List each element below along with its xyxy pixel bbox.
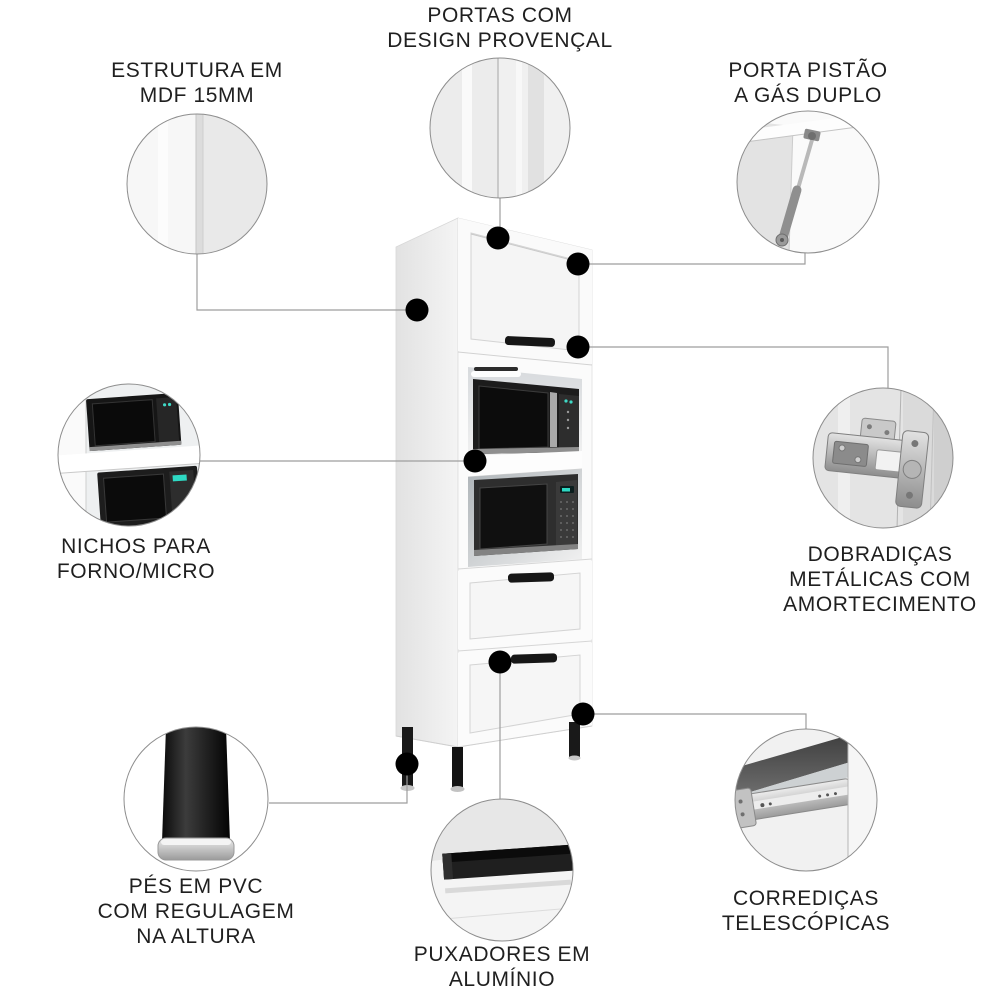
- dot-estrutura: [405, 298, 429, 322]
- feature-label-puxadores: PUXADORES EM ALUMÍNIO: [413, 943, 591, 991]
- dot-dobradicas: [566, 335, 590, 359]
- connector-corredicas: [583, 713, 807, 730]
- dot-pes: [395, 752, 419, 776]
- metal-hinge: [824, 417, 930, 509]
- gas-piston: [775, 128, 821, 247]
- door-front-detail-photo: [429, 57, 571, 199]
- drawer-divider-2: [457, 640, 593, 652]
- microwave-lower: [474, 474, 578, 556]
- pvc-foot-cylinder: [162, 727, 230, 842]
- callout-dots: [395, 226, 595, 776]
- door-handle: [504, 336, 556, 347]
- drawer-divider: [457, 558, 593, 570]
- cabinet-top-door: [457, 218, 593, 366]
- feature-label-dobradicas: DOBRADIÇAS METÁLICAS COM AMORTECIMENTO: [783, 543, 977, 616]
- telescopic-slide: [735, 778, 853, 830]
- connector-dobradicas: [578, 346, 889, 389]
- connector-estrutura: [196, 254, 417, 311]
- telescopic-slide-detail-photo: [734, 728, 878, 872]
- metal-hinge-detail-photo: [812, 387, 954, 529]
- connector-pes: [269, 764, 408, 804]
- led-light-glow: [471, 371, 521, 377]
- cabinet-illustration: [395, 217, 593, 792]
- callout-connectors: [196, 198, 889, 804]
- gas-piston-detail-photo: [736, 110, 880, 254]
- feature-label-estrutura: ESTRUTURA EM MDF 15MM: [111, 59, 283, 107]
- led-light-fixture: [474, 367, 518, 371]
- microwave-upper: [473, 379, 579, 454]
- dot-portas: [486, 226, 510, 250]
- dot-nichos: [463, 449, 487, 473]
- feature-label-pistao: PORTA PISTÃO A GÁS DUPLO: [728, 59, 888, 107]
- aluminum-handle: [442, 844, 573, 880]
- cabinet-side-panel: [395, 217, 459, 748]
- feature-label-corredicas: CORREDIÇAS TELESCÓPICAS: [721, 887, 891, 935]
- connector-pistao: [578, 253, 806, 265]
- aluminum-handle-detail-photo: [430, 798, 574, 942]
- mdf-panel-detail-photo: [126, 113, 268, 255]
- drawer-1: [458, 561, 592, 649]
- oven-microwave-niche-detail-photo: [57, 383, 201, 527]
- pvc-foot-detail-photo: [123, 726, 269, 872]
- feature-label-portas: PORTAS COM DESIGN PROVENÇAL: [387, 4, 613, 52]
- dot-corredicas: [571, 702, 595, 726]
- dot-puxadores: [488, 650, 512, 674]
- dot-pistao: [566, 252, 590, 276]
- drawer-2-handle: [510, 653, 558, 664]
- feature-label-pes: PÉS EM PVC COM REGULAGEM NA ALTURA: [97, 875, 295, 948]
- drawer-1-handle: [507, 572, 555, 583]
- feature-label-nichos: NICHOS PARA FORNO/MICRO: [56, 535, 216, 583]
